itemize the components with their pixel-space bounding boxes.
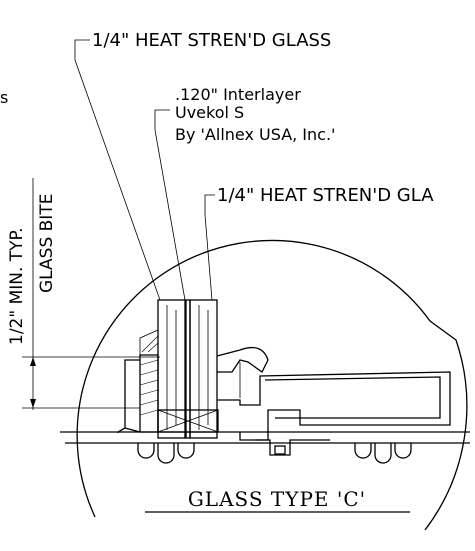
label-interlayer-2: Uvekol S (175, 103, 244, 122)
inner-pane (189, 299, 218, 439)
title-label: GLASS TYPE 'C' (188, 487, 366, 511)
label-outer-glass: 1/4" HEAT STREN'D GLASS (92, 30, 331, 51)
glazing-stop (139, 329, 159, 433)
leader-inner-glass (204, 194, 215, 301)
label-interlayer-1: .120" Interlayer (175, 85, 301, 104)
dimension-glass-bite: 1/2" MIN. TYP. GLASS BITE (7, 178, 160, 410)
leader-outer-glass (74, 39, 161, 301)
mullion-profile (216, 346, 451, 456)
detail-circle (76, 239, 468, 531)
dimension-label: 1/2" MIN. TYP. (7, 227, 27, 345)
outer-pane (157, 299, 186, 439)
label-edge-fragment: s (0, 88, 8, 107)
callout-leaders (74, 39, 215, 301)
glazing-units (157, 299, 218, 439)
leader-interlayer (154, 109, 186, 301)
frame-sill (60, 431, 470, 464)
label-interlayer-3: By 'Allnex USA, Inc.' (175, 125, 335, 144)
label-inner-glass: 1/4" HEAT STREN'D GLA (217, 185, 434, 206)
frame-left-leg (117, 359, 141, 433)
glass-bite-label: GLASS BITE (37, 194, 57, 293)
